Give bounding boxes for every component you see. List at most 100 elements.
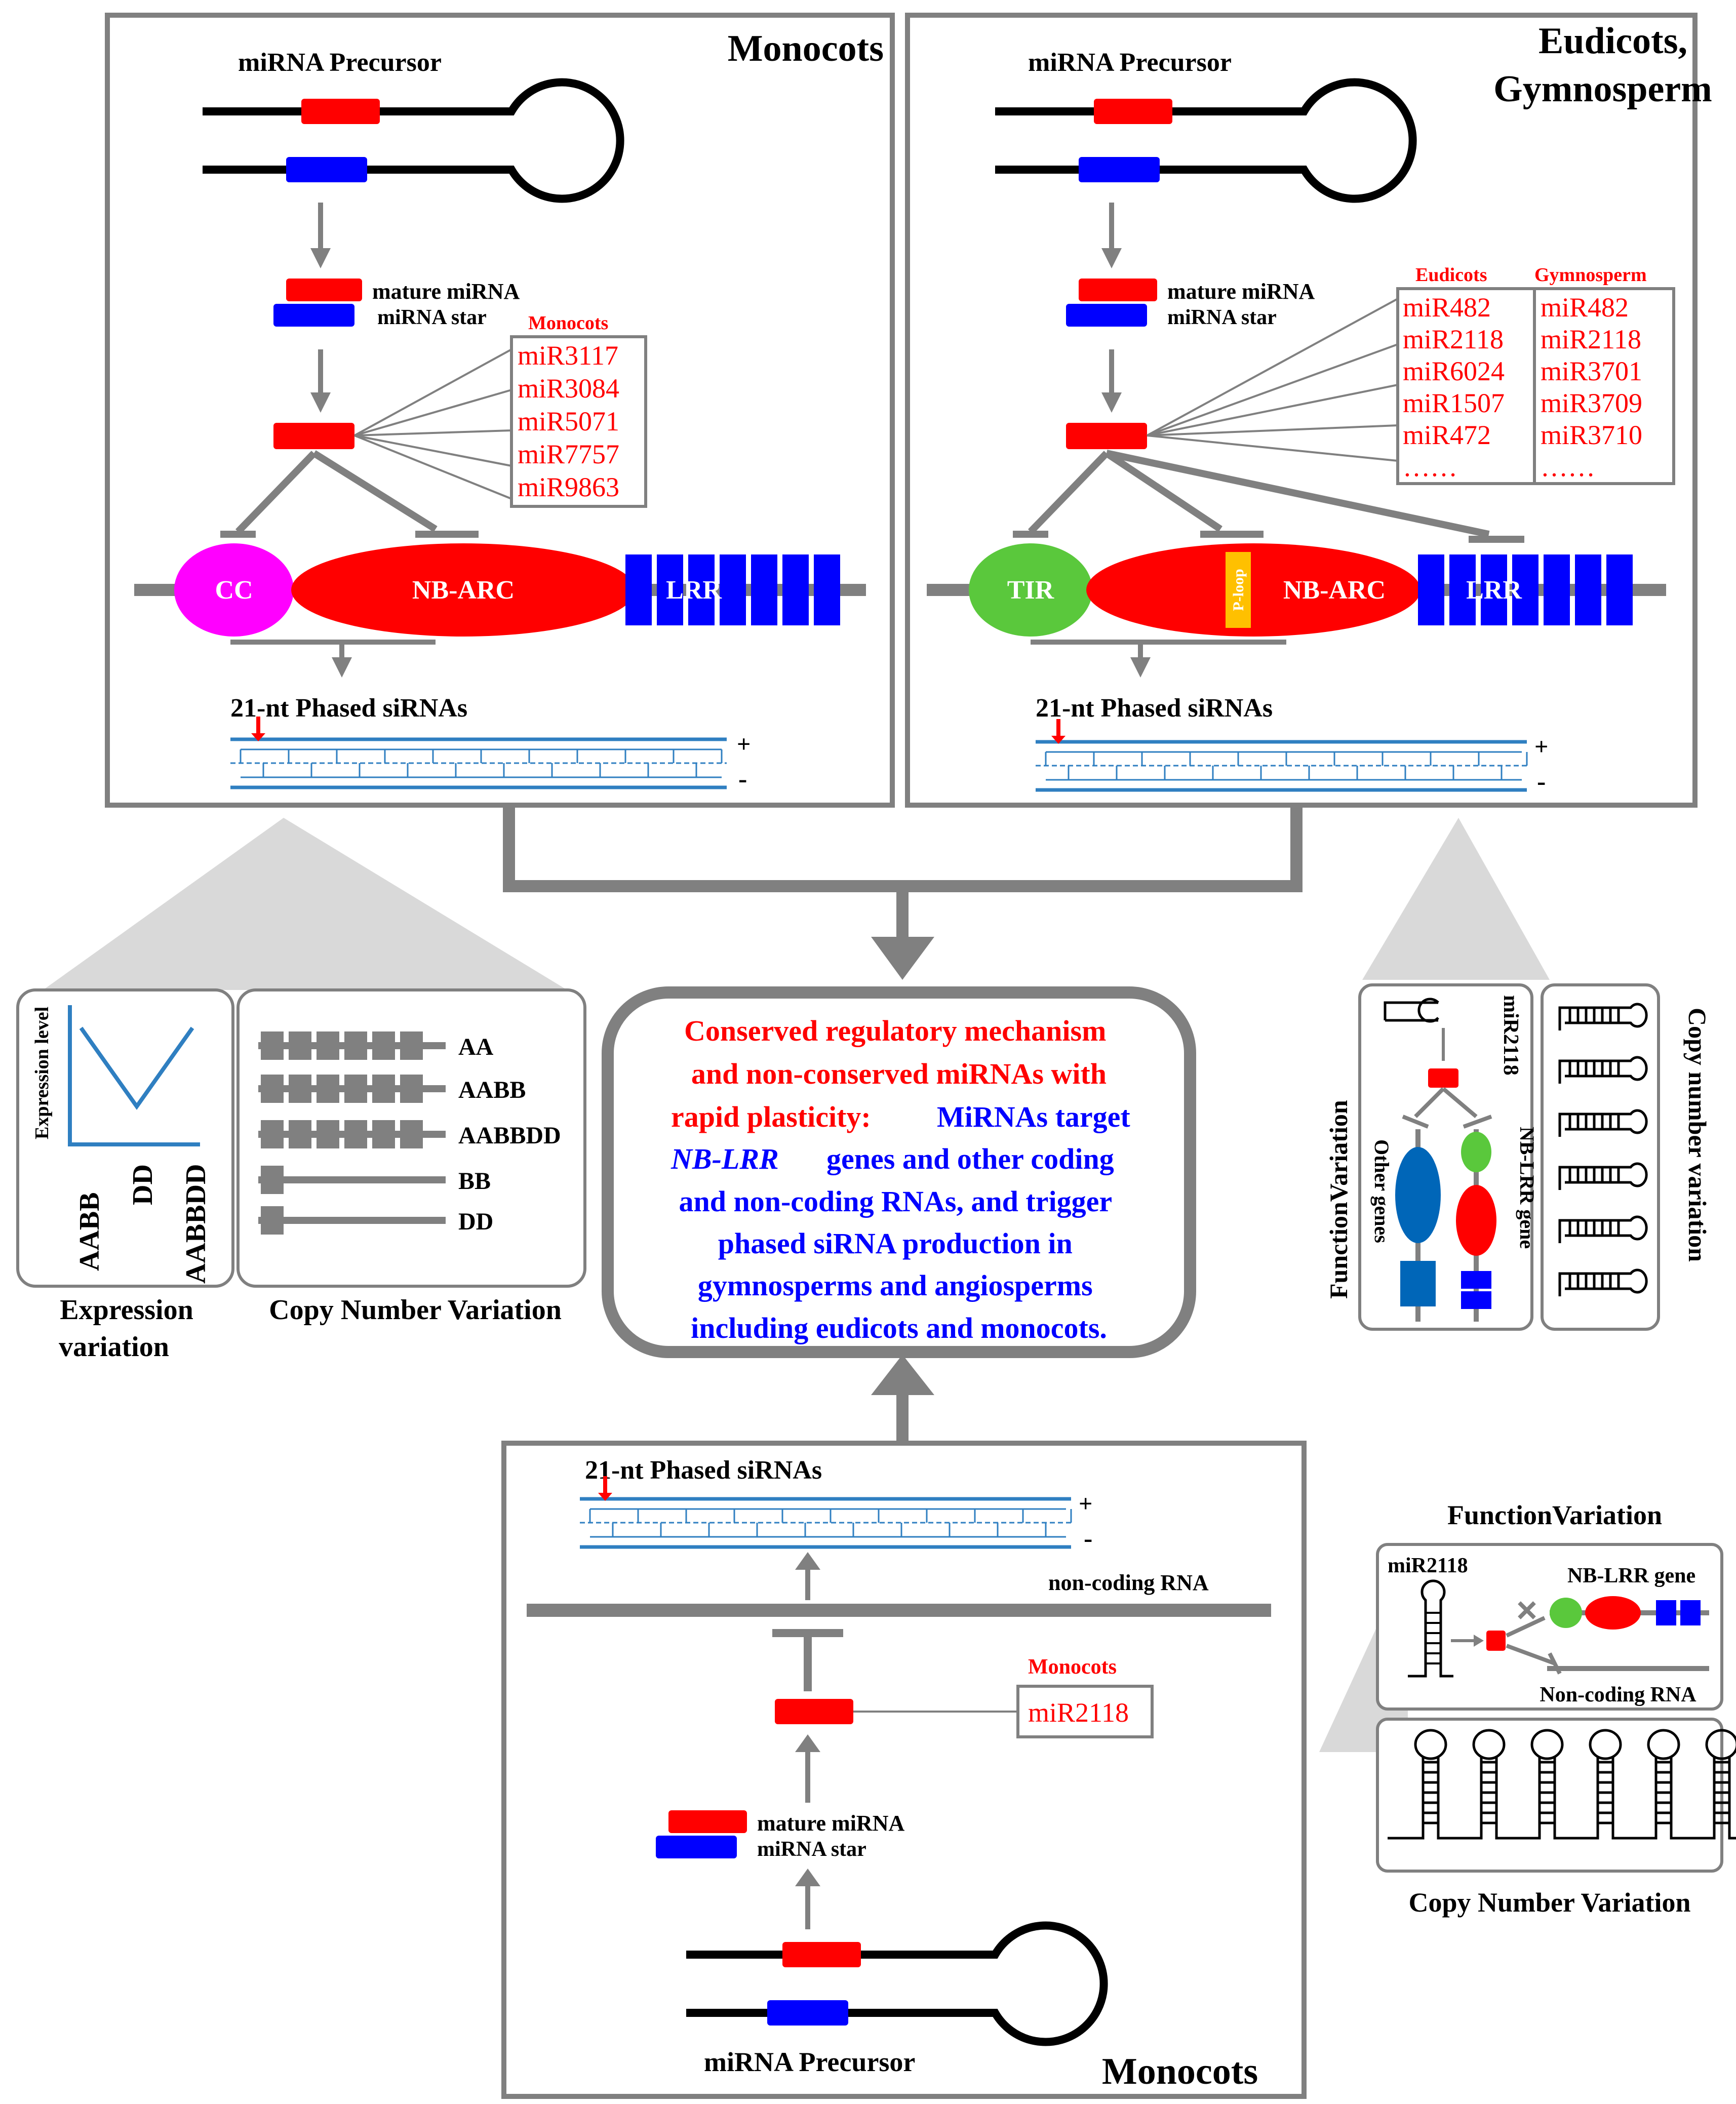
precursor-label: miRNA Precursor — [704, 2047, 915, 2077]
star-label: miRNA star — [757, 1838, 866, 1861]
mirna-item: miR5071 — [518, 406, 619, 436]
precursor-hairpin — [686, 1921, 1108, 2046]
list-header: Monocots — [1028, 1655, 1117, 1679]
lrr-repeat — [1418, 554, 1444, 625]
mirna-item: miR1507 — [1403, 388, 1505, 418]
function-label: FunctionVariation — [1324, 1100, 1353, 1299]
lrr-domain — [1418, 554, 1633, 625]
lrr-repeat — [688, 554, 715, 625]
summary-line-4a: NB-LRR — [670, 1142, 779, 1175]
cnv-block — [400, 1075, 423, 1103]
mirna-item: miR3084 — [518, 373, 619, 404]
cnv-block — [317, 1031, 339, 1060]
star-label: miRNA star — [1167, 306, 1277, 329]
svg-text:and non-coding RNAs, and trigg: and non-coding RNAs, and trigger phased … — [679, 1185, 1119, 1344]
cnv-block — [261, 1075, 284, 1103]
cnv-row-label: AA — [458, 1034, 494, 1060]
minus-label: - — [1084, 1524, 1092, 1553]
summary-line-6: phased siRNA production in — [718, 1227, 1073, 1260]
cnv-block — [289, 1075, 311, 1103]
tick-dd: DD — [127, 1164, 159, 1205]
expression-caption-2: variation — [59, 1331, 169, 1363]
mirna-item: miR2118 — [1403, 324, 1504, 354]
summary-line-3a: rapid plasticity: — [671, 1100, 871, 1133]
noncoding-label: non-coding RNA — [1048, 1570, 1209, 1595]
other-genes-label: Other genes — [1370, 1139, 1393, 1243]
lrr-repeat — [1481, 554, 1507, 625]
hairpin — [1558, 1268, 1648, 1296]
minus-label: - — [1537, 767, 1546, 796]
cnv-block — [261, 1206, 284, 1235]
cnv-block — [261, 1166, 284, 1194]
precursor-hairpin — [203, 78, 624, 203]
summary-line-2: and non-conserved miRNAs with — [691, 1057, 1107, 1090]
phased-label: 21-nt Phased siRNAs — [230, 694, 467, 723]
cnv-row-label: DD — [458, 1208, 493, 1235]
hairpin-loop — [1472, 1729, 1506, 1760]
nblrr-label: NB-LRR gene — [1567, 1564, 1695, 1587]
copy-number-variation-inset-right: Copy number variation — [1541, 983, 1712, 1331]
nblrr-gene-label: NB-LRR gene — [1516, 1127, 1538, 1249]
mirna-item: …… — [1541, 452, 1595, 482]
cnv-block — [289, 1031, 311, 1060]
star-label: miRNA star — [377, 306, 487, 329]
hairpin-loop — [1414, 1729, 1447, 1760]
cnv-caption: Copy Number Variation — [269, 1294, 562, 1326]
mature-label: mature miRNA — [1167, 279, 1315, 304]
hairpin — [1558, 1003, 1648, 1030]
lrr-repeat — [1544, 554, 1570, 625]
mir2118-label: miR2118 — [1028, 1697, 1129, 1728]
hairpin — [1558, 1162, 1648, 1190]
cnv-row-label: BB — [458, 1168, 491, 1195]
lrr-repeat — [814, 554, 840, 625]
panel-bottom-monocots: 21-nt Phased siRNAs + - non-coding RNA M… — [501, 1441, 1307, 2099]
minus-label: - — [738, 765, 747, 793]
mirna-item: miR6024 — [1403, 356, 1505, 386]
lrr-repeat — [625, 554, 652, 625]
lrr-repeat — [720, 554, 746, 625]
cnv-block — [372, 1120, 395, 1148]
cnv-row-label: AABBDD — [458, 1122, 561, 1149]
lrr-label: LRR — [1466, 576, 1522, 605]
hairpin-loop — [1647, 1729, 1680, 1760]
cnv-block — [261, 1120, 284, 1148]
panel-title: Monocots — [728, 28, 884, 69]
sirna-duplex — [580, 1476, 1072, 1549]
mature-label: mature miRNA — [757, 1811, 904, 1836]
summary-line-8: including eudicots and monocots. — [691, 1312, 1107, 1344]
nbarc-label: NB-ARC — [1283, 576, 1386, 605]
ploop-label: P-loop — [1230, 569, 1247, 611]
sirna-duplex — [1036, 719, 1528, 792]
function-variation-title: FunctionVariation — [1447, 1500, 1662, 1530]
tir-label: TIR — [1007, 576, 1055, 605]
mirna-item: miR3710 — [1541, 420, 1642, 450]
lrr-repeat — [1449, 554, 1476, 625]
panel-title-2: Gymnosperm — [1493, 68, 1712, 110]
mirna-item: miR2118 — [1541, 324, 1641, 354]
cnv-block — [344, 1075, 367, 1103]
expression-curve — [79, 1026, 194, 1110]
cc-label: CC — [215, 576, 253, 605]
list-header: Monocots — [528, 312, 608, 334]
hairpin-loop — [1705, 1729, 1736, 1760]
phased-label: 21-nt Phased siRNAs — [1036, 694, 1273, 723]
sirna-duplex — [230, 717, 727, 789]
mature-label: mature miRNA — [372, 279, 520, 304]
mirna-item: miR472 — [1403, 420, 1491, 450]
hairpin-loop — [1589, 1729, 1622, 1760]
noncoding-label: Non-coding RNA — [1540, 1683, 1696, 1706]
gymno-header: Gymnosperm — [1534, 264, 1647, 286]
cnv-block — [344, 1031, 367, 1060]
mirna-item: miR7757 — [518, 439, 619, 469]
hairpin — [1558, 1109, 1648, 1137]
cnv-block — [344, 1120, 367, 1148]
tick-aabbdd: AABBDD — [180, 1164, 212, 1284]
merge-connector — [503, 808, 1303, 937]
summary-line-1: Conserved regulatory mechanism — [684, 1014, 1106, 1047]
precursor-hairpin — [995, 78, 1417, 203]
lrr-repeat — [1606, 554, 1633, 625]
lrr-domain — [625, 554, 840, 625]
